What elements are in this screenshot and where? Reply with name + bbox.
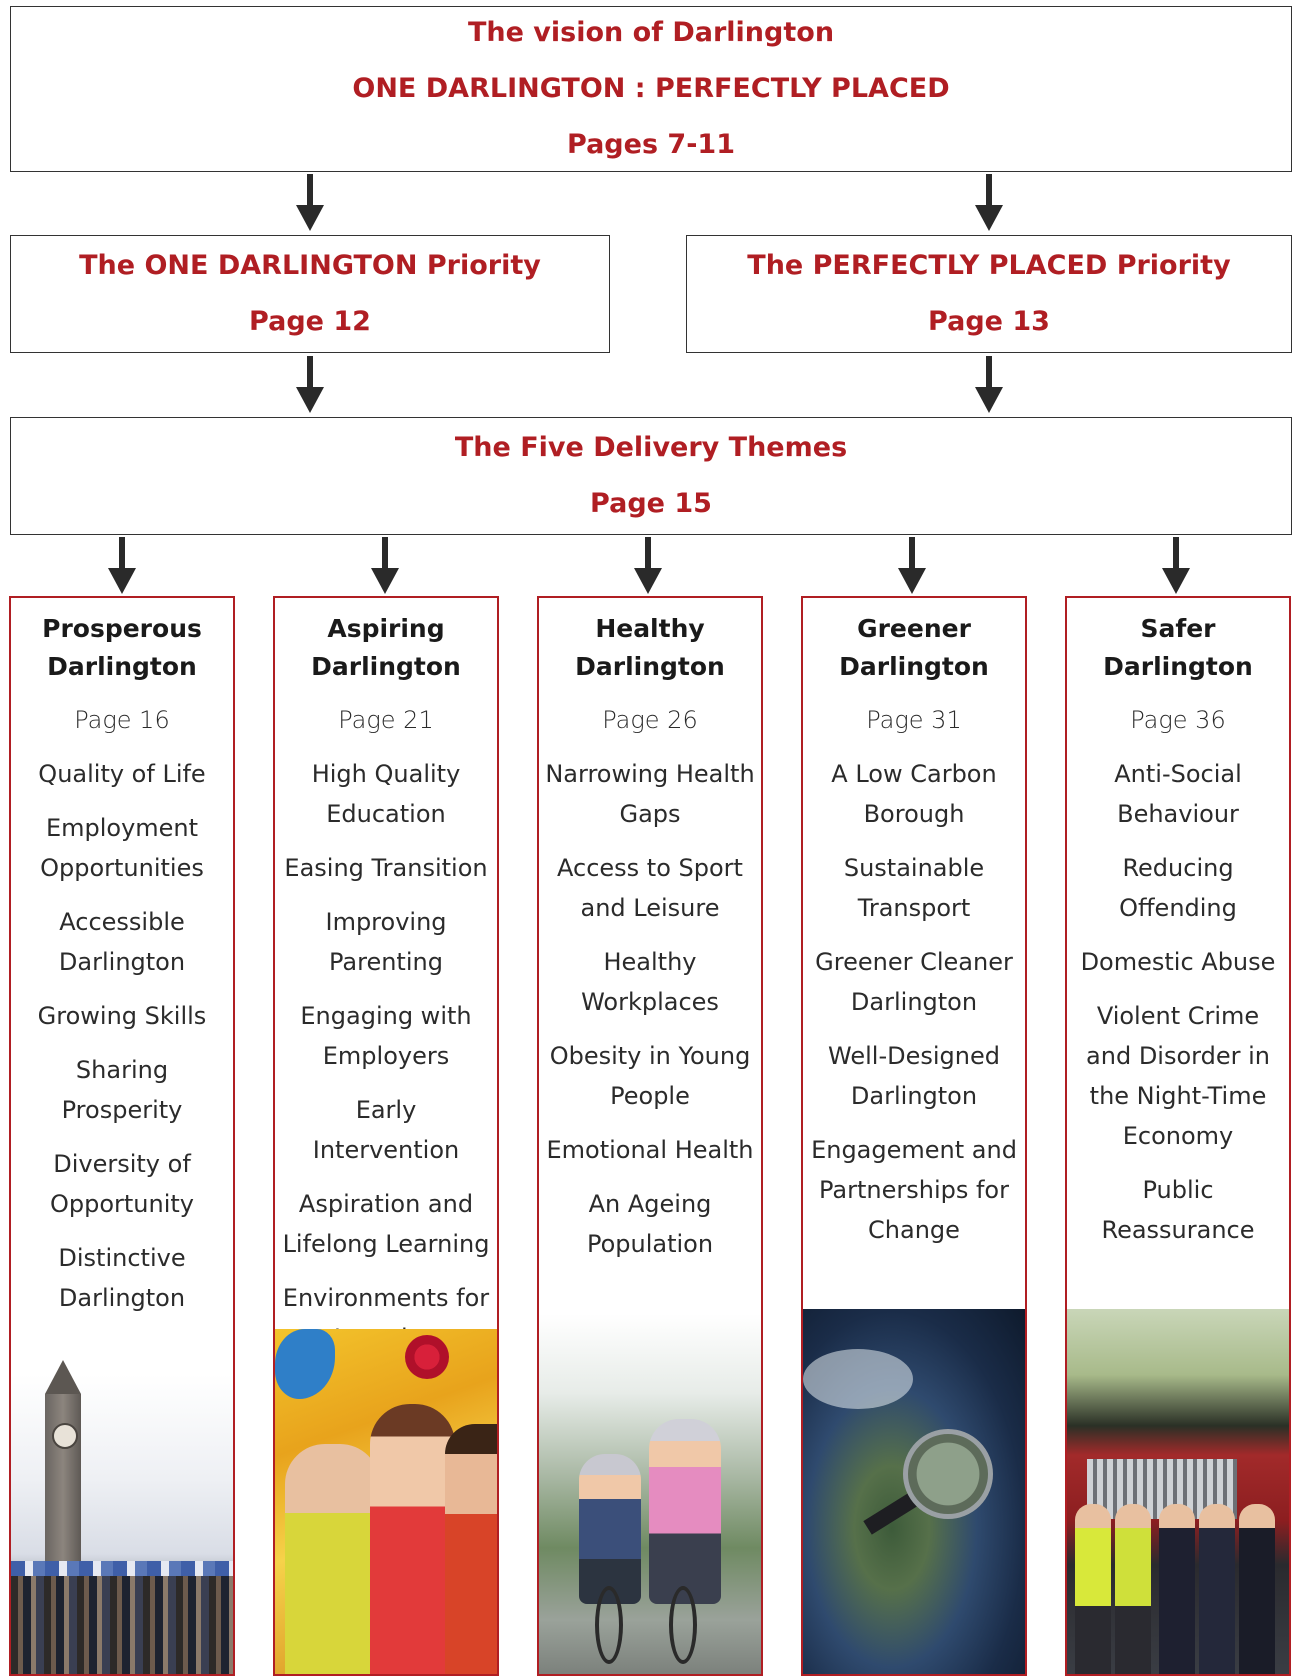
theme-title: Aspiring Darlington	[275, 610, 497, 686]
theme-item: A Low Carbon Borough	[831, 760, 997, 828]
theme-healthy: Healthy Darlington Page 26 Narrowing Hea…	[537, 596, 763, 1676]
delivery-themes-box: The Five Delivery Themes Page 15	[10, 417, 1292, 535]
theme-item: Well-Designed Darlington	[828, 1042, 1000, 1110]
arrow-down-icon	[108, 537, 136, 595]
vision-title: The vision of Darlington	[467, 17, 835, 48]
theme-item: Greener Cleaner Darlington	[815, 948, 1013, 1016]
theme-item: Emotional Health	[546, 1136, 754, 1164]
delivery-page: Page 15	[590, 488, 712, 519]
theme-page: Page 26	[602, 706, 698, 734]
earth-photo	[803, 1309, 1025, 1674]
theme-page: Page 16	[74, 706, 170, 734]
theme-greener: Greener Darlington Page 31 A Low Carbon …	[801, 596, 1027, 1676]
theme-item: Quality of Life	[38, 760, 206, 788]
arrow-down-icon	[1162, 537, 1190, 595]
cyclists-photo	[539, 1314, 761, 1674]
town-centre-photo	[11, 1360, 233, 1674]
theme-title-line-1: Prosperous	[42, 614, 202, 643]
theme-items: Anti-Social Behaviour Reducing Offending…	[1067, 754, 1289, 1250]
theme-item: Accessible Darlington	[58, 908, 186, 976]
arrow-down-icon	[371, 537, 399, 595]
theme-title: Healthy Darlington	[539, 610, 761, 686]
theme-item: Reducing Offending	[1119, 854, 1237, 922]
theme-item: Growing Skills	[37, 1002, 207, 1030]
theme-item: Employment Opportunities	[40, 814, 204, 882]
theme-item: Violent Crime and Disorder in the Night-…	[1086, 1002, 1270, 1150]
arrow-down-icon	[975, 174, 1003, 232]
theme-title-line-2: Darlington	[575, 652, 725, 681]
theme-page: Page 21	[338, 706, 434, 734]
theme-title-line-2: Darlington	[47, 652, 197, 681]
theme-item: Early Intervention	[312, 1096, 460, 1164]
theme-item: High Quality Education	[311, 760, 461, 828]
theme-item: Sharing Prosperity	[61, 1056, 183, 1124]
delivery-title: The Five Delivery Themes	[454, 432, 848, 463]
theme-item: Public Reassurance	[1101, 1176, 1255, 1244]
priority-page: Page 13	[928, 306, 1050, 337]
theme-page: Page 31	[866, 706, 962, 734]
priority-page: Page 12	[249, 306, 371, 337]
theme-items: Narrowing Health Gaps Access to Sport an…	[539, 754, 761, 1264]
theme-item: Domestic Abuse	[1080, 948, 1276, 976]
theme-item: Distinctive Darlington	[58, 1244, 186, 1312]
theme-title: Safer Darlington	[1067, 610, 1289, 686]
theme-title-line-1: Aspiring	[327, 614, 445, 643]
arrow-down-icon	[898, 537, 926, 595]
theme-title-line-2: Darlington	[311, 652, 461, 681]
theme-item: Aspiration and Lifelong Learning	[282, 1190, 490, 1258]
arrow-down-icon	[296, 356, 324, 414]
children-photo	[275, 1329, 497, 1674]
arrow-down-icon	[975, 356, 1003, 414]
arrow-down-icon	[634, 537, 662, 595]
theme-item: Healthy Workplaces	[581, 948, 719, 1016]
theme-item: Sustainable Transport	[843, 854, 985, 922]
theme-item: An Ageing Population	[586, 1190, 714, 1258]
theme-item: Narrowing Health Gaps	[545, 760, 755, 828]
theme-item: Engagement and Partnerships for Change	[811, 1136, 1017, 1244]
theme-items: A Low Carbon Borough Sustainable Transpo…	[803, 754, 1025, 1250]
priority-title: The ONE DARLINGTON Priority	[79, 250, 541, 281]
theme-title: Greener Darlington	[803, 610, 1025, 686]
vision-box: The vision of Darlington ONE DARLINGTON …	[10, 6, 1292, 172]
theme-aspiring: Aspiring Darlington Page 21 High Quality…	[273, 596, 499, 1676]
theme-title-line-1: Healthy	[595, 614, 705, 643]
priority-title: The PERFECTLY PLACED Priority	[747, 250, 1231, 281]
theme-prosperous: Prosperous Darlington Page 16 Quality of…	[9, 596, 235, 1676]
theme-item: Anti-Social Behaviour	[1114, 760, 1242, 828]
theme-item: Easing Transition	[284, 854, 488, 882]
theme-item: Improving Parenting	[325, 908, 447, 976]
theme-title-line-2: Darlington	[1103, 652, 1253, 681]
theme-item: Access to Sport and Leisure	[557, 854, 743, 922]
vision-slogan: ONE DARLINGTON : PERFECTLY PLACED	[352, 73, 950, 104]
theme-safer: Safer Darlington Page 36 Anti-Social Beh…	[1065, 596, 1291, 1676]
theme-title-line-1: Greener	[857, 614, 971, 643]
priority-perfectly-placed-box: The PERFECTLY PLACED Priority Page 13	[686, 235, 1292, 353]
theme-title: Prosperous Darlington	[11, 610, 233, 686]
theme-page: Page 36	[1130, 706, 1226, 734]
fire-engine-photo	[1067, 1309, 1289, 1674]
theme-item: Obesity in Young People	[549, 1042, 751, 1110]
theme-title-line-2: Darlington	[839, 652, 989, 681]
theme-items: Quality of Life Employment Opportunities…	[11, 754, 233, 1318]
arrow-down-icon	[296, 174, 324, 232]
priority-one-darlington-box: The ONE DARLINGTON Priority Page 12	[10, 235, 610, 353]
vision-pages: Pages 7-11	[567, 129, 735, 160]
theme-item: Diversity of Opportunity	[49, 1150, 195, 1218]
theme-title-line-1: Safer	[1140, 614, 1216, 643]
theme-items: High Quality Education Easing Transition…	[275, 754, 497, 1358]
theme-item: Engaging with Employers	[300, 1002, 472, 1070]
